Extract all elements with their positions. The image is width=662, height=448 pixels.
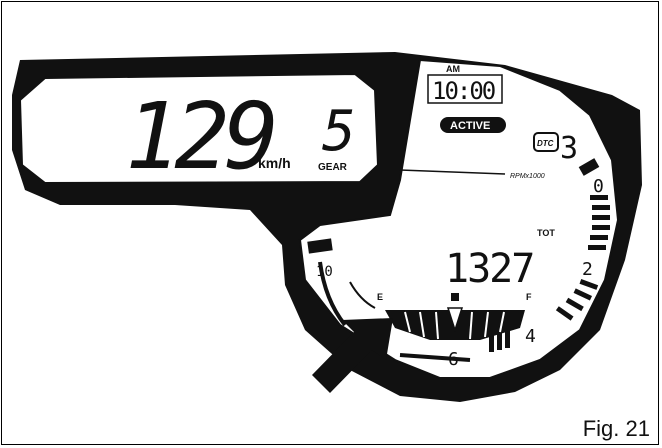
tach-segments: [489, 158, 610, 352]
dtc-box: [533, 132, 559, 152]
fuel-gauge-pointer: [446, 307, 464, 333]
rpm-divider: [399, 169, 506, 175]
arc-line-mid: [349, 281, 376, 309]
figure-caption: Fig. 21: [582, 416, 650, 441]
clock-ampm: AM: [446, 64, 460, 74]
pointer-arrow: [312, 318, 393, 393]
speed-readout: 129: [125, 83, 274, 190]
clock-readout: 10:00: [432, 77, 495, 105]
dtc-value: 3: [560, 131, 578, 166]
fuel-empty-label: E: [377, 292, 383, 302]
active-badge-bg: [440, 117, 506, 133]
fuel-gauge-ticks: [404, 311, 505, 340]
arc-line-left: [318, 261, 347, 327]
speed-unit: km/h: [258, 155, 291, 171]
tach-mark-4: 4: [525, 326, 536, 347]
dtc-label: DTC: [537, 139, 554, 148]
arc-segment-top: [307, 238, 333, 254]
gear-readout: 5: [322, 99, 356, 164]
fuel-pump-icon: [451, 293, 459, 301]
arc-line-bottom: [399, 353, 471, 362]
odometer-label: TOT: [537, 228, 555, 238]
tach-mark-0: 0: [593, 176, 604, 197]
tach-mark-2: 2: [582, 259, 593, 280]
gear-label: GEAR: [318, 162, 348, 173]
fuel-full-label: F: [526, 292, 532, 302]
rpm-label: RPMx1000: [510, 173, 545, 180]
active-badge: ACTIVE: [450, 120, 490, 132]
speed-window: [18, 72, 380, 185]
odometer-readout: 1327: [445, 246, 533, 292]
clock-box: [427, 74, 503, 104]
